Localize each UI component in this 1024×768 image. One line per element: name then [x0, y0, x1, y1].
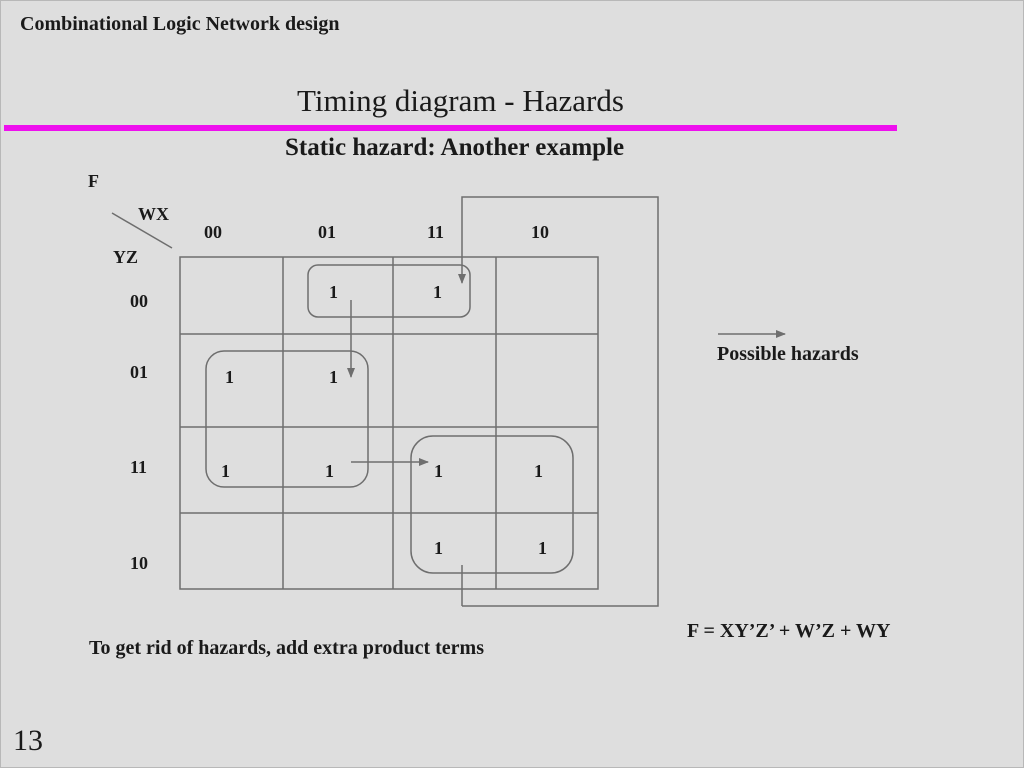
group-xyz-term: [307, 264, 471, 318]
kmap-cell: 1: [225, 367, 234, 387]
column-header: 01: [318, 222, 336, 242]
kmap-cell: 1: [434, 461, 443, 481]
boolean-equation: F = XY’Z’ + W’Z + WY: [687, 620, 891, 642]
legend-label: Possible hazards: [717, 343, 859, 365]
hazard-arrows: [347, 196, 786, 607]
slide-title: Timing diagram - Hazards: [297, 83, 624, 118]
row-header: 11: [130, 457, 148, 477]
footnote: To get rid of hazards, add extra product…: [89, 637, 484, 659]
kmap-grid: [179, 256, 599, 590]
kmap-cell: 1: [433, 282, 442, 302]
kmap-cell: 1: [538, 538, 547, 558]
kmap-cell: 1: [329, 282, 338, 302]
kmap-border: [179, 256, 599, 590]
slide-subtitle: Static hazard: Another example: [285, 134, 625, 161]
kmap-column-variables: YZ: [113, 247, 139, 267]
kmap-cell: 1: [221, 461, 230, 481]
row-header: 10: [130, 553, 148, 573]
kmap-cell: 1: [434, 538, 443, 558]
kmap-row-variables: WX: [138, 204, 169, 224]
row-header: 00: [130, 291, 148, 311]
column-header: 11: [427, 222, 445, 242]
kmap-corner-diagonal: [111, 212, 173, 249]
prime-implicant-groups: [205, 264, 574, 574]
group-wy-term: [410, 435, 574, 574]
slide-number: 13: [13, 724, 43, 757]
column-header: 10: [531, 222, 549, 242]
kmap-cell: 1: [534, 461, 543, 481]
kmap-function-label: F: [88, 171, 99, 191]
header-title: Combinational Logic Network design: [20, 13, 340, 35]
kmap-cell: 1: [325, 461, 334, 481]
row-header: 01: [130, 362, 148, 382]
column-header: 00: [204, 222, 222, 242]
kmap-cell: 1: [329, 367, 338, 387]
hazard-arrow-wraparound: [458, 196, 659, 607]
title-divider: [4, 125, 897, 131]
group-wz-term: [205, 350, 369, 488]
